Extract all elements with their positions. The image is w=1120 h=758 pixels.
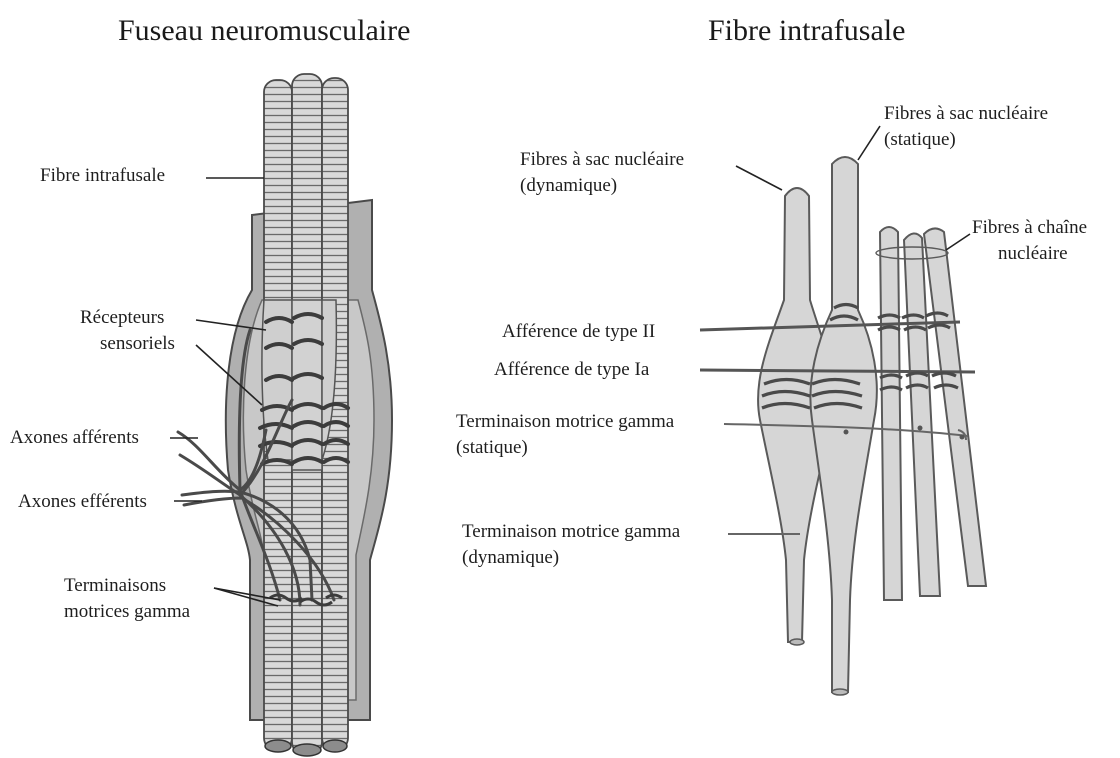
label-chain-1: Fibres à chaîne	[972, 216, 1087, 240]
label-afferent-type-Ia: Afférence de type Ia	[494, 358, 649, 382]
label-sensory-receptors-2: sensoriels	[100, 332, 175, 356]
label-bag-dynamic-2: (dynamique)	[520, 174, 617, 198]
nuclear-chain-fibre-1	[880, 227, 902, 600]
label-gamma-terminals-1: Terminaisons	[64, 574, 166, 598]
label-gamma-static-1: Terminaison motrice gamma	[456, 410, 674, 434]
label-sensory-receptors-1: Récepteurs	[80, 306, 164, 330]
label-chain-2: nucléaire	[998, 242, 1068, 266]
label-gamma-static-2: (statique)	[456, 436, 528, 460]
label-afferent-axons: Axones afférents	[10, 426, 139, 450]
label-gamma-dynamic-2: (dynamique)	[462, 546, 559, 570]
label-bag-static-1: Fibres à sac nucléaire	[884, 102, 1048, 126]
nuclear-bag-fibre-static	[810, 157, 876, 692]
type-Ia-afferent	[700, 370, 975, 372]
label-afferent-type-II: Afférence de type II	[502, 320, 655, 344]
label-bag-static-2: (statique)	[884, 128, 956, 152]
intrafusal-fibre-bundle	[262, 74, 348, 756]
intrafusal-fibres-illustration	[700, 126, 986, 695]
label-intrafusal-fibre: Fibre intrafusale	[40, 164, 165, 188]
label-gamma-dynamic-1: Terminaison motrice gamma	[462, 520, 680, 544]
label-efferent-axons: Axones efférents	[18, 490, 147, 514]
label-gamma-terminals-2: motrices gamma	[64, 600, 190, 624]
label-bag-dynamic-1: Fibres à sac nucléaire	[520, 148, 684, 172]
spindle-illustration	[170, 74, 392, 756]
